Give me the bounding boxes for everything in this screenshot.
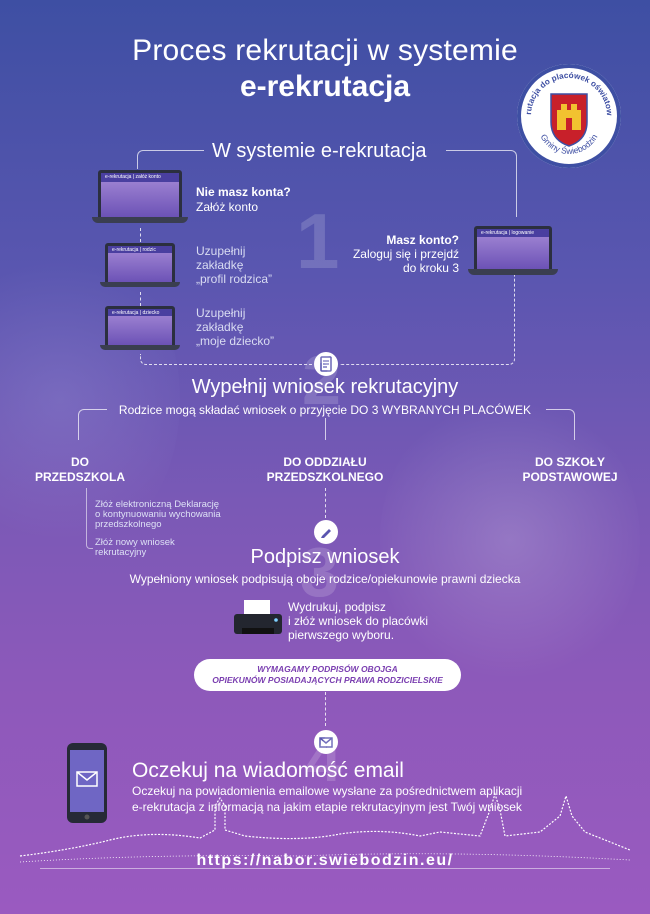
note1-line3: przedszkolnego [95,519,162,530]
fill-parent-line1: Uzupełnij [196,244,246,258]
document-icon [314,352,338,376]
step4-text-line1: Oczekuj na powiadomienia emailowe wysłan… [132,784,523,798]
note2-line1: Złóż nowy wniosek [95,537,175,548]
notice-line2: OPIEKUNÓW POSIADAJĄCYCH PRAWA RODZICIELS… [212,675,443,685]
target-primary-school-line2: PODSTAWOWEJ [522,470,618,484]
print-line2: i złóż wniosek do placówki [288,614,429,628]
flow-arrow [325,692,326,726]
has-account-line1: Zaloguj się i przejdź [352,247,459,261]
flow-arrow [340,274,515,365]
no-account-title: Nie masz konta? [196,185,291,199]
note1-line2: o kontynuowaniu wychowania [95,509,221,520]
step1-heading: W systemie e-rekrutacja [212,140,427,162]
signature-requirement-notice: WYMAGAMY PODPISÓW OBOJGA OPIEKUNÓW POSIA… [194,659,461,691]
step-number-4: 4 [306,723,342,795]
step-number-2: 2 [302,341,341,419]
laptop-child-icon: e-rekrutacja | dziecko [100,306,180,354]
flow-arrow [140,354,313,365]
flow-arrow [325,488,326,518]
municipality-stamp: Rekrutacja do placówek oświatowych Gminy… [517,64,621,168]
note2-line2: rekrutacyjny [95,547,147,558]
fill-child-line3: „moje dziecko” [196,334,275,348]
connector-line [325,418,326,440]
connector-line [546,409,575,440]
email-icon [314,730,338,754]
no-account-text: Załóż konto [196,200,259,214]
screen-caption: e-rekrutacja | załóż konto [101,173,179,182]
printer-icon [232,598,284,642]
step4-text-line2: e-rekrutacja z informacją na jakim etapi… [132,800,522,814]
step2-heading: Wypełnij wniosek rekrutacyjny [191,376,459,398]
notice-line1: WYMAGAMY PODPISÓW OBOJGA [257,664,398,674]
target-preschool-line2: PRZEDSZKOLA [35,470,125,484]
target-preschool-class-line1: DO ODDZIAŁU [283,455,367,469]
laptop-parent-icon: e-rekrutacja | rodzic [100,243,180,291]
pen-icon [314,520,338,544]
fill-child-line2: zakładkę [196,320,244,334]
screen-caption: e-rekrutacja | logowanie [477,229,549,237]
step3-heading: Podpisz wniosek [250,546,400,568]
fill-child-line1: Uzupełnij [196,306,246,320]
coat-of-arms-icon: Rekrutacja do placówek oświatowych Gminy… [517,64,619,166]
flow-arrow [140,292,141,306]
step4-heading: Oczekuj na wiadomość email [132,759,404,782]
print-line3: pierwszego wyboru. [288,628,395,642]
target-preschool-line1: DO [71,455,89,469]
step3-subtitle: Wypełniony wniosek podpisują oboje rodzi… [129,572,521,586]
fill-parent-line3: „profil rodzica” [196,272,273,286]
print-line1: Wydrukuj, podpisz [288,600,386,614]
page-title-system: e-rekrutacja [239,70,411,103]
step-number-1: 1 [296,197,340,285]
connector-line [78,409,107,440]
footer [0,846,650,914]
screen-caption: e-rekrutacja | rodzic [108,246,172,254]
target-primary-school-line1: DO SZKOŁY [534,455,605,469]
note1-line1: Złóż elektroniczną Deklarację [95,499,220,510]
phone-icon [66,742,108,824]
flow-arrow [140,228,141,242]
target-preschool-class-line2: PRZEDSZKOLNEGO [266,470,384,484]
has-account-line2: do kroku 3 [402,261,459,275]
has-account-title: Masz konto? [386,233,459,247]
website-link[interactable]: https://nabor.swiebodzin.eu/ [196,852,454,869]
page-title: Proces rekrutacji w systemie [132,34,518,67]
footer-divider [40,868,610,869]
laptop-login-icon: e-rekrutacja | logowanie [468,226,558,280]
background-glow [380,390,640,690]
step2-subtitle: Rodzice mogą składać wniosek o przyjęcie… [118,403,532,417]
screen-caption: e-rekrutacja | dziecko [108,309,172,317]
connector-line [86,488,93,549]
fill-parent-line2: zakładkę [196,258,244,272]
step-number-3: 3 [300,533,339,611]
city-skyline-illustration [0,790,650,870]
connector-line [446,150,517,217]
laptop-register-icon: e-rekrutacja | załóż konto [92,170,188,228]
connector-line [137,150,204,169]
